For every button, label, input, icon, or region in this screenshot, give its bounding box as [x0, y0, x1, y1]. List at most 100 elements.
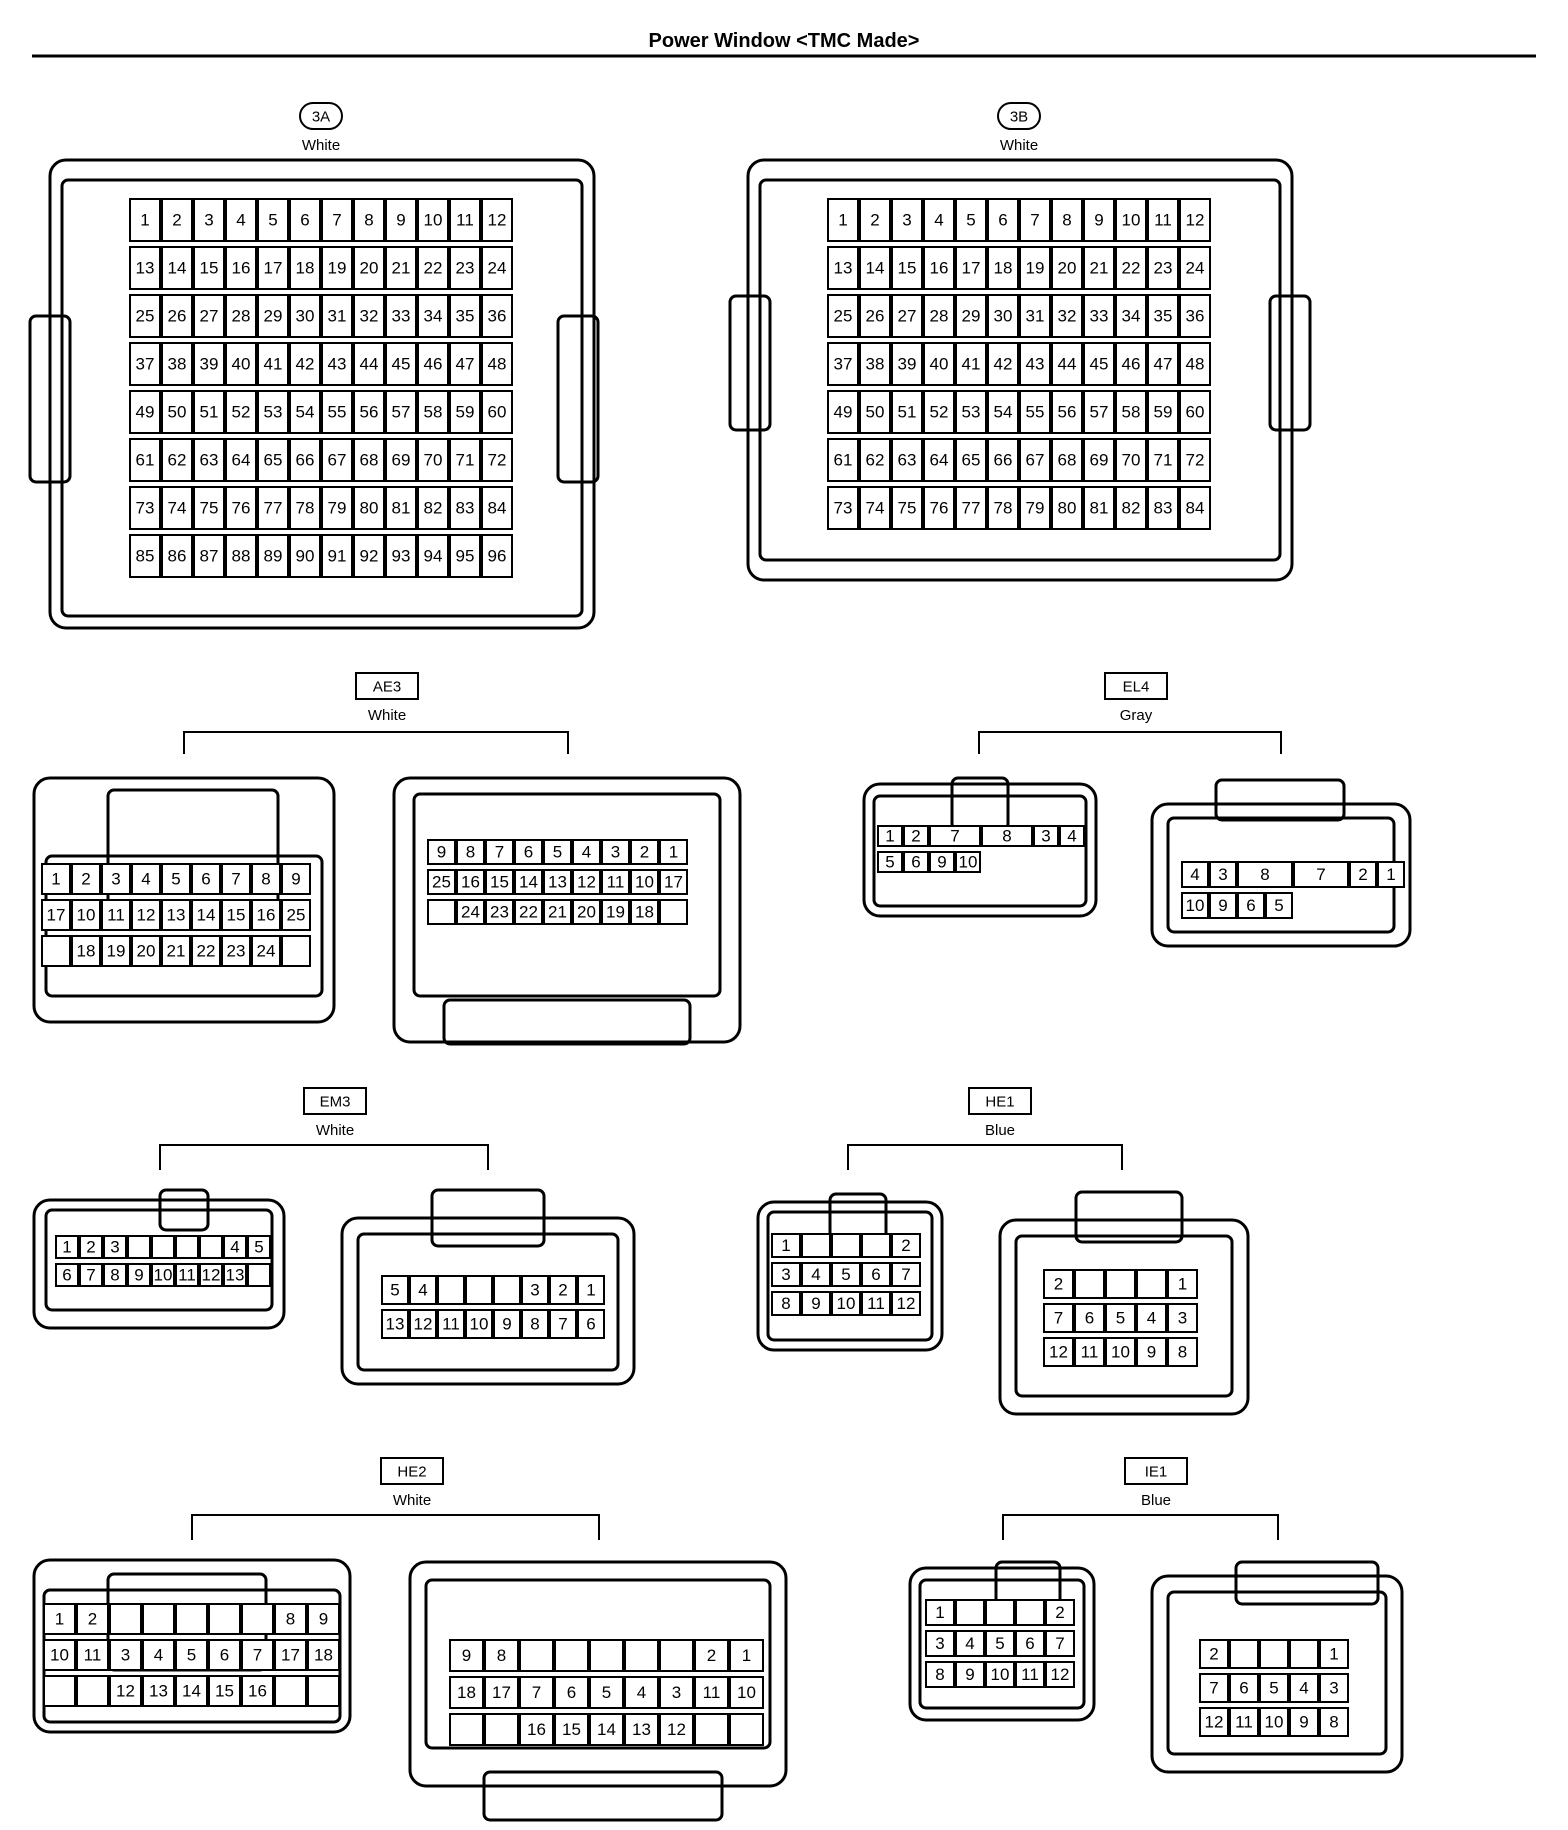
- pin-number: 12: [488, 211, 507, 230]
- pin-cell: [385, 342, 417, 386]
- housing-outline: [442, 998, 692, 1046]
- pin-number: 77: [962, 499, 981, 518]
- pin-cell: [589, 1639, 624, 1672]
- pin-cell: [307, 1675, 340, 1707]
- pin-cell: [659, 839, 688, 865]
- pin-cell: [1083, 486, 1115, 530]
- pin-cell: [193, 534, 225, 578]
- pin-cell: [129, 294, 161, 338]
- pin-cell: [1083, 198, 1115, 242]
- pin-cell: [1015, 1599, 1045, 1626]
- pin-number: 5: [602, 1683, 611, 1702]
- pin-cell: [771, 1233, 801, 1258]
- connector-code: HE1: [985, 1094, 1014, 1111]
- pin-cell: [1319, 1707, 1349, 1737]
- housing-outline: [48, 158, 596, 630]
- connector-color: White: [1000, 137, 1038, 154]
- pin-number: 13: [548, 873, 567, 892]
- pin-number: 52: [930, 403, 949, 422]
- pin-number: 26: [866, 307, 885, 326]
- pin-number: 11: [1081, 1343, 1099, 1362]
- pin-number: 4: [637, 1683, 646, 1702]
- pin-number: 50: [866, 403, 885, 422]
- pin-number: 13: [226, 1266, 245, 1285]
- pin-cell: [225, 342, 257, 386]
- pin-cell: [456, 839, 485, 865]
- housing-outline: [28, 314, 72, 484]
- pin-number: 18: [994, 259, 1013, 278]
- pin-cell: [449, 198, 481, 242]
- pin-cell: [485, 869, 514, 895]
- pin-cell: [223, 1235, 247, 1259]
- pin-cell: [1229, 1673, 1259, 1703]
- pin-number: 8: [1260, 865, 1269, 884]
- pin-cell: [1289, 1639, 1319, 1669]
- pin-cell: [987, 438, 1019, 482]
- pin-cell: [1019, 342, 1051, 386]
- pin-number: 78: [296, 499, 315, 518]
- pin-cell: [79, 1235, 103, 1259]
- pin-cell: [981, 825, 1033, 847]
- pin-number: 64: [930, 451, 949, 470]
- pin-number: 2: [1209, 1645, 1218, 1664]
- pin-number: 1: [140, 211, 149, 230]
- pin-number: 9: [437, 843, 446, 862]
- pin-cell: [831, 1291, 861, 1316]
- pin-cell: [985, 1599, 1015, 1626]
- pin-cell: [923, 438, 955, 482]
- pin-number: 20: [1058, 259, 1077, 278]
- pin-number: 2: [86, 1238, 95, 1257]
- pin-cell: [861, 1233, 891, 1258]
- pin-number: 67: [1026, 451, 1045, 470]
- pin-cell: [1105, 1337, 1136, 1367]
- pin-cell: [1045, 1661, 1075, 1688]
- pin-number: 9: [1299, 1713, 1308, 1732]
- pin-number: 10: [154, 1266, 173, 1285]
- pin-number: 36: [1186, 307, 1205, 326]
- pin-cell: [859, 246, 891, 290]
- pin-cell: [409, 1275, 437, 1305]
- pin-cell: [417, 438, 449, 482]
- pin-cell: [281, 935, 311, 967]
- pin-cell: [801, 1233, 831, 1258]
- pin-number: 4: [418, 1281, 427, 1300]
- pin-number: 4: [1299, 1679, 1308, 1698]
- pin-cell: [449, 486, 481, 530]
- pin-cell: [481, 534, 513, 578]
- pin-number: 28: [930, 307, 949, 326]
- pin-number: 35: [456, 307, 475, 326]
- pin-number: 25: [136, 307, 155, 326]
- pin-cell: [1074, 1269, 1105, 1299]
- pin-number: 57: [392, 403, 411, 422]
- pin-cell: [449, 294, 481, 338]
- pin-number: 46: [424, 355, 443, 374]
- pin-number: 30: [994, 307, 1013, 326]
- pin-number: 48: [1186, 355, 1205, 374]
- pin-number: 3: [1041, 827, 1050, 846]
- pin-number: 66: [296, 451, 315, 470]
- pin-number: 9: [811, 1294, 820, 1313]
- pin-cell: [572, 899, 601, 925]
- pin-cell: [41, 899, 71, 931]
- pin-cell: [449, 534, 481, 578]
- pin-number: 6: [300, 211, 309, 230]
- pin-cell: [577, 1309, 605, 1339]
- pin-number: 75: [200, 499, 219, 518]
- pin-number: 6: [1239, 1679, 1248, 1698]
- pin-number: 22: [1122, 259, 1141, 278]
- housing-outline: [60, 178, 584, 618]
- pin-cell: [955, 342, 987, 386]
- pin-number: 11: [1235, 1713, 1253, 1732]
- pin-number: 92: [360, 547, 379, 566]
- pin-cell: [109, 1603, 142, 1635]
- pin-number: 2: [911, 827, 920, 846]
- pin-cell: [353, 294, 385, 338]
- pin-cell: [191, 935, 221, 967]
- pin-cell: [307, 1603, 340, 1635]
- pin-cell: [129, 198, 161, 242]
- pin-cell: [76, 1675, 109, 1707]
- pin-number: 8: [261, 870, 270, 889]
- pin-number: 10: [837, 1294, 856, 1313]
- pin-number: 55: [1026, 403, 1045, 422]
- pin-cell: [417, 534, 449, 578]
